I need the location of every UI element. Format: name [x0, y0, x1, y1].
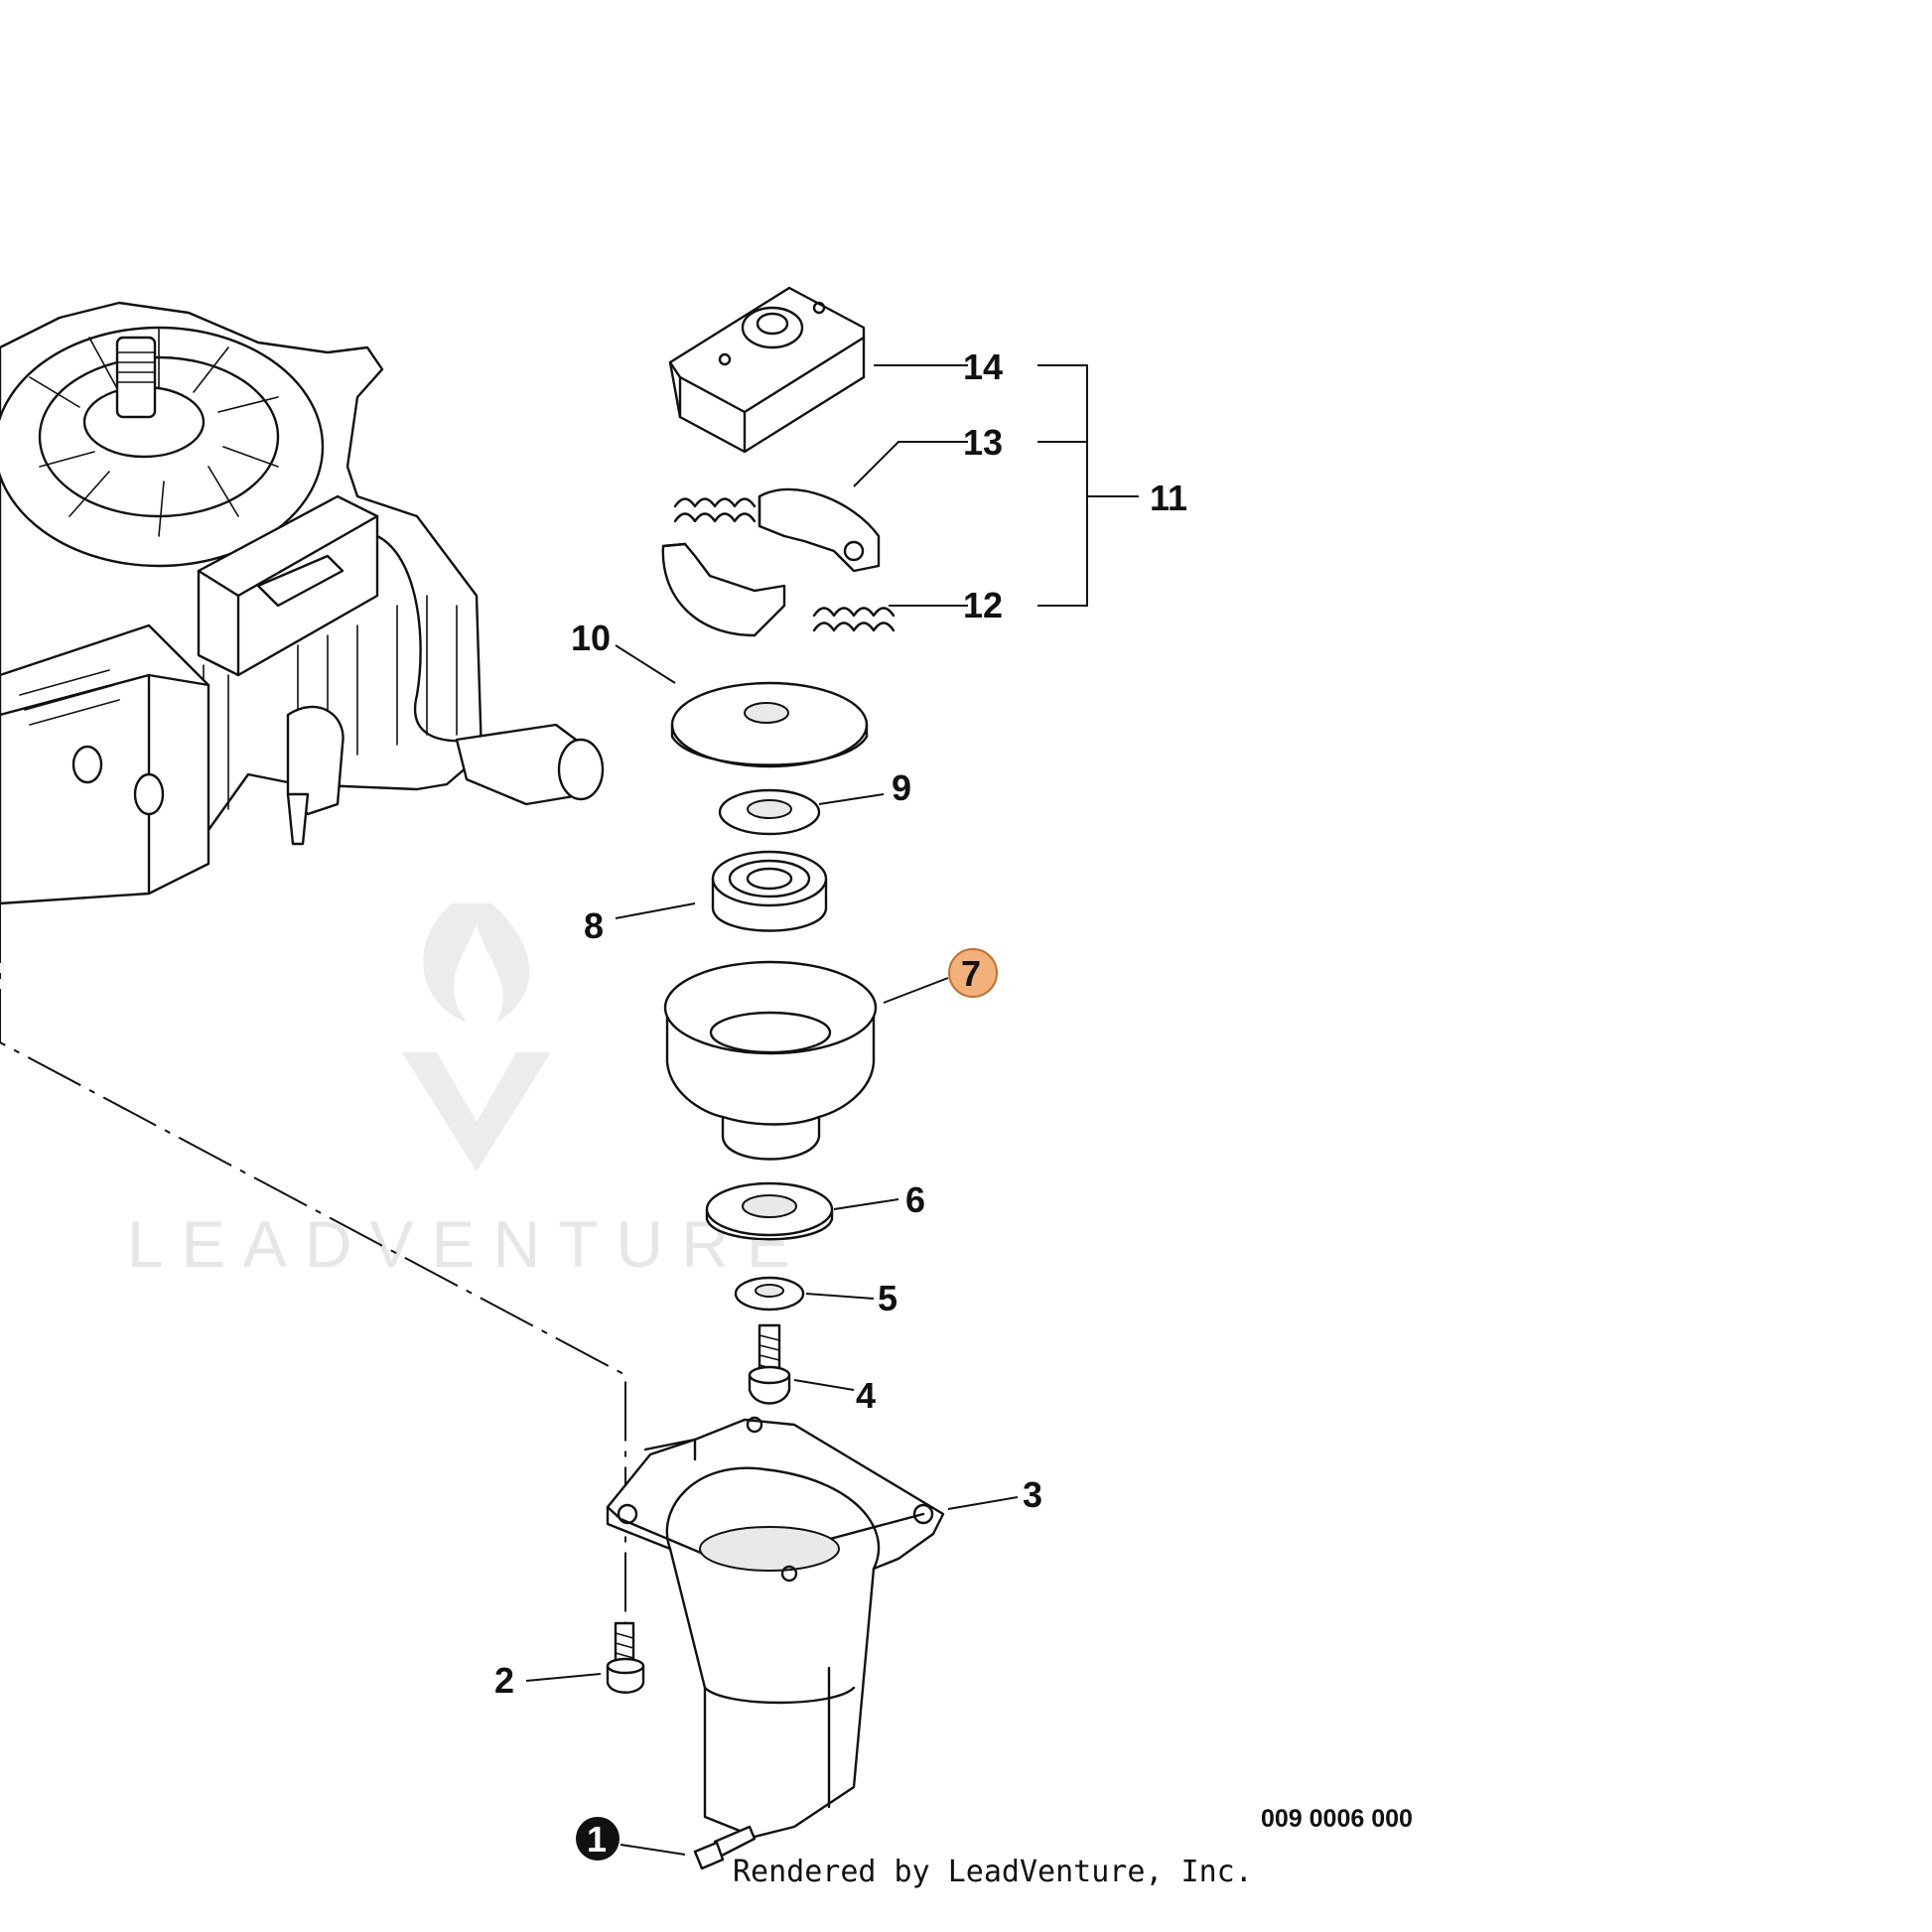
- part-10-washer: [670, 681, 869, 768]
- callout-7-highlight[interactable]: 7: [948, 948, 998, 998]
- part-9-washer: [718, 788, 821, 836]
- part-6-washer: [705, 1181, 834, 1241]
- part-8-bearing: [711, 850, 828, 932]
- credit-text: Rendered by LeadVenture, Inc.: [733, 1855, 1253, 1889]
- callout-12[interactable]: 12: [963, 585, 1003, 625]
- callout-8[interactable]: 8: [584, 905, 604, 946]
- callout-1[interactable]: 1: [587, 1819, 607, 1860]
- part-13-clutch-shoe: [661, 487, 881, 637]
- callout-7[interactable]: 7: [961, 953, 981, 994]
- part-2-screw: [606, 1621, 645, 1694]
- engine-assembly: [0, 301, 626, 1628]
- part-5-washer: [734, 1276, 805, 1311]
- callout-6[interactable]: 6: [905, 1179, 925, 1220]
- part-4-screw: [748, 1323, 791, 1405]
- callouts: 14 13 11 12 10 9 8 7 6 5 4 3 2 1: [494, 346, 1187, 1861]
- part-1-screw: [693, 1825, 757, 1870]
- callout-11[interactable]: 11: [1150, 478, 1187, 518]
- callout-7-circle: [948, 948, 998, 998]
- part-3-housing: [606, 1416, 945, 1839]
- callout-4[interactable]: 4: [856, 1375, 876, 1416]
- leader-lines: [525, 364, 1139, 1856]
- part-14-carrier: [668, 286, 866, 454]
- callout-5[interactable]: 5: [878, 1278, 897, 1318]
- callout-9[interactable]: 9: [892, 767, 911, 808]
- callout-1-badge[interactable]: 1: [576, 1817, 620, 1861]
- callout-2[interactable]: 2: [494, 1660, 514, 1701]
- watermark: LEADVENTURE: [127, 903, 808, 1281]
- callout-13[interactable]: 13: [963, 422, 1003, 463]
- part-12-spring: [673, 497, 896, 632]
- callout-14[interactable]: 14: [963, 346, 1003, 387]
- callout-1-circle: [576, 1817, 620, 1861]
- part-7-clutch-drum: [663, 960, 878, 1161]
- callout-10[interactable]: 10: [571, 618, 611, 658]
- watermark-text: LEADVENTURE: [127, 1207, 808, 1281]
- diagram-code: 009 0006 000: [1261, 1805, 1413, 1833]
- callout-3[interactable]: 3: [1023, 1474, 1042, 1515]
